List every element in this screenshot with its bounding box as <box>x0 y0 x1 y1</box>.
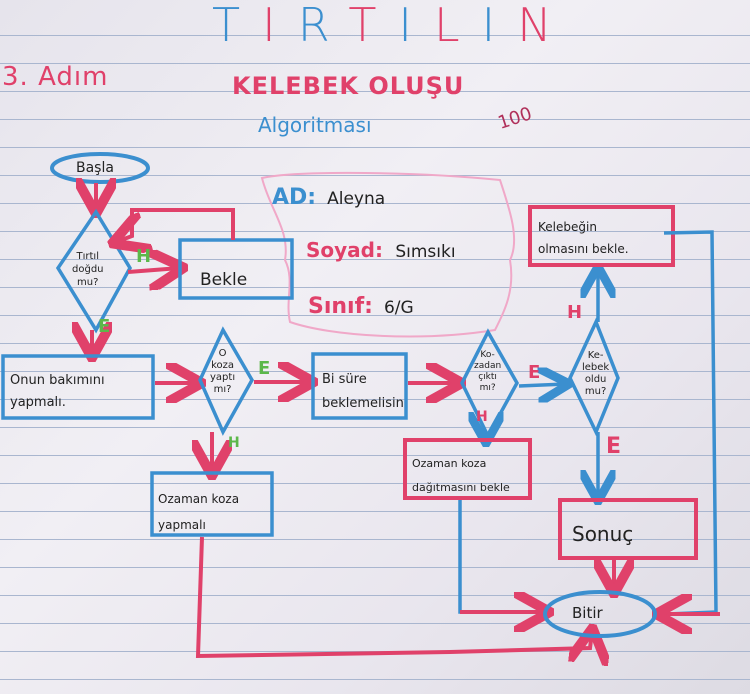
step-label: 3. Adım <box>2 62 109 92</box>
decision-4-diamond <box>568 317 620 437</box>
title-letter: T <box>348 0 399 52</box>
name-row: AD: Aleyna <box>272 187 385 209</box>
class-label: Sınıf: <box>308 294 373 319</box>
end-terminal <box>543 590 657 638</box>
no-label-decision-2: H <box>228 435 240 451</box>
start-text: Başla <box>76 160 114 176</box>
process-4-box <box>403 438 532 500</box>
no-label-decision-4: H <box>567 302 583 323</box>
yes-label-decision-4: E <box>606 434 622 459</box>
title-letter: I <box>481 0 518 52</box>
wait-box <box>178 238 294 300</box>
process-1-box <box>1 354 155 420</box>
decision-2-diamond <box>198 326 255 436</box>
decision-1-text: Tırtıl doğdu mu? <box>72 251 104 288</box>
process-4-text: Ozaman koza dağıtmasını bekle <box>412 457 510 494</box>
end-text: Bitir <box>572 604 603 622</box>
process-3-text: Ozaman koza yapmalı <box>158 492 240 532</box>
title-letter: R <box>297 0 349 52</box>
name-label: AD: <box>272 185 317 210</box>
process-5-text: Kelebeğin olmasını bekle. <box>538 220 629 256</box>
process-2-box <box>311 352 408 420</box>
yes-label-decision-2: E <box>258 358 271 379</box>
class-row: Sınıf: 6/G <box>308 296 414 318</box>
surname-row: Soyad: Sımsıkı <box>306 240 456 261</box>
algorithm-label: Algoritması <box>258 113 372 137</box>
class-value: 6/G <box>383 298 414 318</box>
process-1-text: Onun bakımını yapmalı. <box>10 373 105 410</box>
title-letter: I <box>398 0 434 52</box>
subtitle: KELEBEK OLUŞU <box>232 72 465 100</box>
page-title: TIRTILIN <box>212 2 574 48</box>
name-value: Aleyna <box>327 189 386 209</box>
title-letter: L <box>434 0 482 52</box>
yes-label-decision-1: E <box>98 316 111 337</box>
title-letter: T <box>212 0 263 52</box>
no-label-decision-1: H <box>136 246 152 267</box>
wait-text: Bekle <box>200 270 248 290</box>
decision-2-text: O koza yaptı mı? <box>210 348 236 395</box>
yes-label-decision-3: E <box>528 362 541 383</box>
process-3-box <box>150 471 274 537</box>
title-letter: N <box>517 0 574 52</box>
student-info-outline <box>260 171 516 338</box>
no-label-decision-3: H <box>476 409 488 425</box>
decision-4-text: Ke- lebek oldu mu? <box>582 350 610 397</box>
result-text: Sonuç <box>572 522 634 546</box>
decision-3-text: Ko- zadan çıktı mı? <box>474 350 502 393</box>
process-2-text: Bi süre beklemelisin <box>322 372 404 411</box>
surname-label: Soyad: <box>306 238 383 262</box>
process-5-box <box>528 205 675 267</box>
title-letter: I <box>262 0 298 52</box>
surname-value: Sımsıkı <box>395 242 456 262</box>
